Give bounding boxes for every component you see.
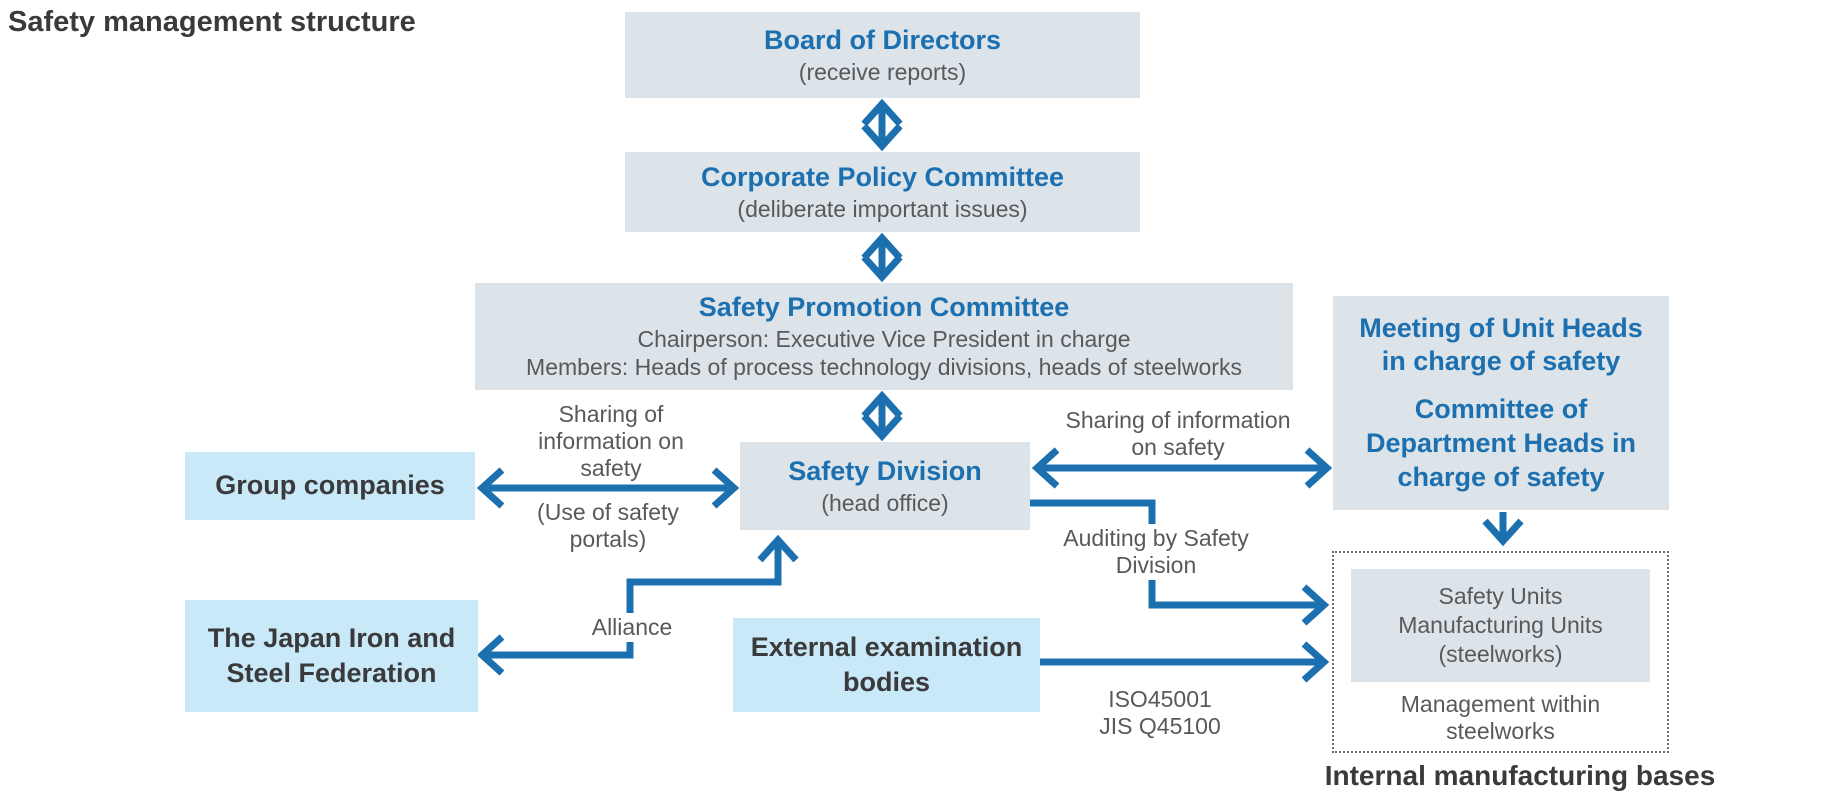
corporate-policy-committee-box: Corporate Policy Committee (deliberate i…	[625, 152, 1140, 232]
safety-promotion-chairperson-line: Chairperson: Executive Vice President in…	[637, 325, 1131, 352]
safety-division-title: Safety Division	[788, 455, 982, 486]
manufacturing-units-line: Manufacturing Units	[1398, 612, 1603, 639]
board-of-directors-box: Board of Directors (receive reports)	[625, 12, 1140, 98]
safety-units-line: Safety Units	[1438, 583, 1563, 610]
internal-manufacturing-bases-caption: Internal manufacturing bases	[1324, 760, 1716, 791]
meeting-of-unit-heads-title: Meeting of Unit Heads in charge of safet…	[1359, 312, 1643, 377]
sharing-information-left-label: Sharing of information on safety	[538, 401, 684, 482]
corporate-policy-committee-title: Corporate Policy Committee	[700, 161, 1065, 192]
corporate-policy-committee-subtitle: (deliberate important issues)	[737, 195, 1028, 222]
board-of-directors-title: Board of Directors	[763, 24, 1002, 55]
safety-promotion-committee-title: Safety Promotion Committee	[698, 291, 1070, 322]
page-title: Safety management structure	[8, 6, 416, 38]
management-within-steelworks-label: Management within steelworks	[1400, 691, 1601, 744]
board-of-directors-subtitle: (receive reports)	[798, 58, 967, 85]
japan-iron-steel-federation-label: The Japan Iron and Steel Federation	[207, 622, 456, 688]
group-companies-box: Group companies	[185, 452, 475, 520]
safety-promotion-committee-box: Safety Promotion Committee Chairperson: …	[475, 283, 1293, 390]
alliance-label: Alliance	[583, 613, 681, 643]
use-of-safety-portals-label: (Use of safety portals)	[537, 499, 679, 553]
internal-manufacturing-bases-group: Safety Units Manufacturing Units (steelw…	[1332, 551, 1669, 753]
auditing-by-safety-division-label: Auditing by Safety Division	[1055, 524, 1257, 581]
unit-heads-box: Meeting of Unit Heads in charge of safet…	[1333, 296, 1669, 510]
edge-alliance-arrow	[476, 534, 799, 676]
safety-division-subtitle: (head office)	[821, 489, 949, 516]
safety-units-box: Safety Units Manufacturing Units (steelw…	[1351, 569, 1650, 682]
group-companies-label: Group companies	[215, 470, 445, 501]
japan-iron-steel-federation-box: The Japan Iron and Steel Federation	[185, 600, 478, 712]
safety-division-box: Safety Division (head office)	[740, 442, 1030, 530]
external-examination-bodies-label: External examination bodies	[750, 631, 1023, 697]
committee-of-department-heads-title: Committee of Department Heads in charge …	[1365, 394, 1637, 492]
external-examination-bodies-box: External examination bodies	[733, 618, 1040, 712]
iso-jis-label: ISO45001 JIS Q45100	[1099, 686, 1221, 740]
sharing-information-right-label: Sharing of information on safety	[1065, 407, 1291, 461]
safety-promotion-members-line: Members: Heads of process technology div…	[526, 354, 1242, 381]
steelworks-line: (steelworks)	[1438, 640, 1563, 667]
